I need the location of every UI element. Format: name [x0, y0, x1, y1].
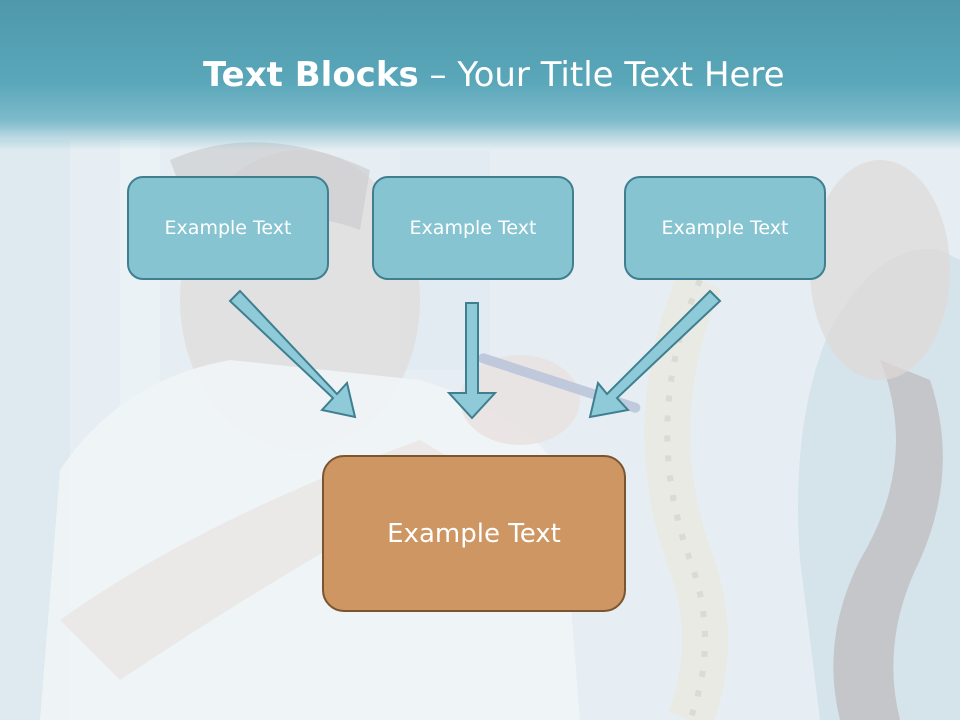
title-bar — [0, 0, 960, 150]
arrow-right — [588, 289, 722, 419]
title-bold: Text Blocks — [203, 55, 419, 95]
text-block-top-3-label: Example Text — [661, 217, 789, 239]
text-block-top-3[interactable]: Example Text — [624, 176, 826, 280]
text-block-bottom[interactable]: Example Text — [322, 455, 626, 612]
text-block-top-2[interactable]: Example Text — [372, 176, 574, 280]
text-block-top-2-label: Example Text — [409, 217, 537, 239]
text-block-bottom-label: Example Text — [387, 518, 561, 549]
arrow-center — [446, 302, 498, 420]
text-block-top-1[interactable]: Example Text — [127, 176, 329, 280]
text-block-top-1-label: Example Text — [164, 217, 292, 239]
title-rest: Your Title Text Here — [457, 55, 785, 95]
slide-title: Text Blocks – Your Title Text Here — [203, 52, 785, 98]
title-dash: – — [418, 55, 458, 95]
arrow-left — [228, 289, 357, 419]
